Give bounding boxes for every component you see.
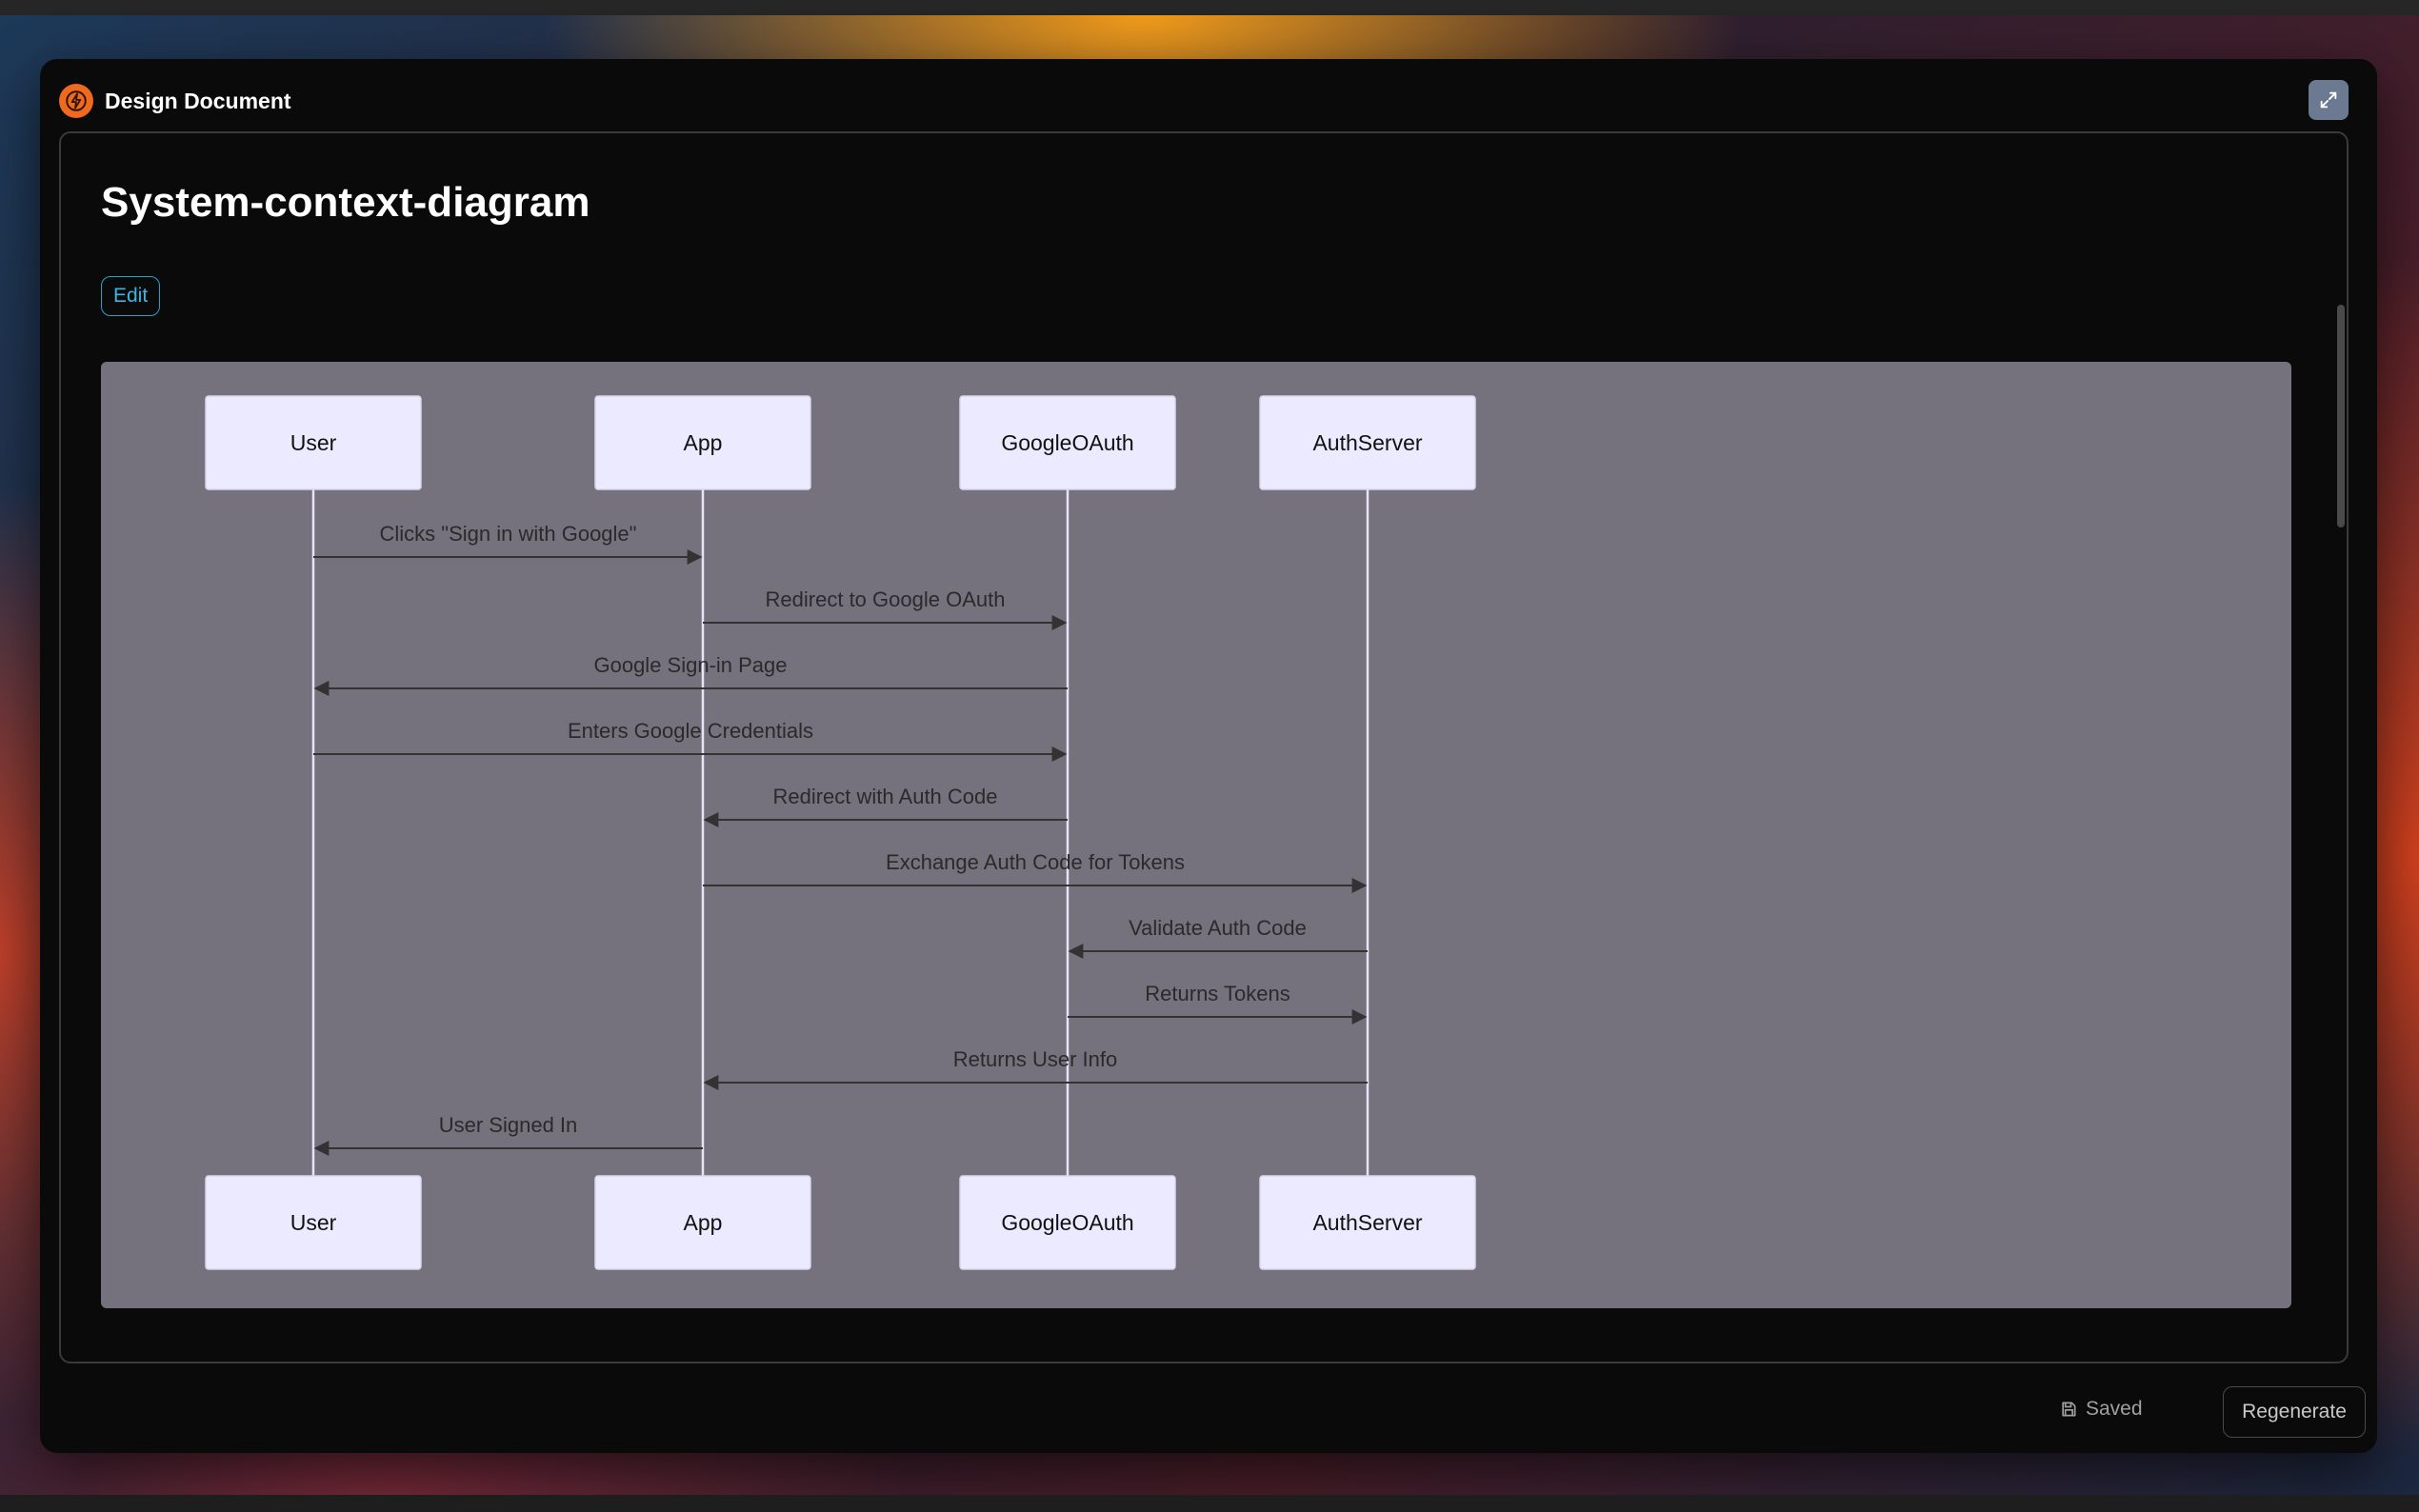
message-7: Validate Auth Code: [1068, 916, 1368, 959]
message-2: Redirect to Google OAuth: [703, 587, 1068, 630]
svg-text:AuthServer: AuthServer: [1312, 430, 1422, 455]
participant-bottom-user: User: [205, 1175, 422, 1270]
expand-icon: [2320, 91, 2337, 109]
save-icon: [2062, 1402, 2076, 1417]
svg-text:Returns User Info: Returns User Info: [953, 1047, 1117, 1071]
message-4: Enters Google Credentials: [313, 719, 1068, 762]
page-title: System-context-diagram: [101, 179, 590, 226]
saved-status: Saved: [2059, 1398, 2143, 1421]
participant-bottom-googleoauth: GoogleOAuth: [959, 1175, 1176, 1270]
svg-text:Redirect with Auth Code: Redirect with Auth Code: [772, 785, 997, 808]
participant-top-user: User: [205, 395, 422, 490]
participant-bottom-app: App: [594, 1175, 811, 1270]
participant-top-googleoauth: GoogleOAuth: [959, 395, 1176, 490]
message-5: Redirect with Auth Code: [703, 785, 1068, 827]
message-3: Google Sign-in Page: [313, 653, 1068, 696]
svg-text:App: App: [684, 430, 723, 455]
svg-text:Validate Auth Code: Validate Auth Code: [1129, 916, 1307, 940]
svg-text:Returns Tokens: Returns Tokens: [1145, 982, 1289, 1005]
message-8: Returns Tokens: [1068, 982, 1368, 1025]
svg-text:User: User: [290, 1210, 337, 1235]
svg-text:GoogleOAuth: GoogleOAuth: [1001, 430, 1133, 455]
svg-text:Redirect to Google OAuth: Redirect to Google OAuth: [766, 587, 1006, 611]
svg-text:Google Sign-in Page: Google Sign-in Page: [593, 653, 787, 677]
saved-label: Saved: [2086, 1398, 2143, 1420]
window-title: Design Document: [105, 88, 291, 113]
message-10: User Signed In: [313, 1113, 703, 1156]
edit-button[interactable]: Edit: [101, 276, 161, 316]
svg-text:AuthServer: AuthServer: [1312, 1210, 1422, 1235]
participant-top-authserver: AuthServer: [1259, 395, 1476, 490]
participant-bottom-authserver: AuthServer: [1259, 1175, 1476, 1270]
window-titlebar: Design Document: [59, 82, 291, 120]
lightning-logo-icon: [59, 84, 93, 118]
svg-text:Enters Google Credentials: Enters Google Credentials: [568, 719, 813, 743]
design-document-window: Design Document System-context-diagram E…: [40, 59, 2377, 1453]
svg-text:User Signed In: User Signed In: [439, 1113, 578, 1137]
svg-text:Clicks "Sign in with Google": Clicks "Sign in with Google": [380, 522, 637, 546]
svg-text:App: App: [684, 1210, 723, 1235]
participant-top-app: App: [594, 395, 811, 490]
expand-button[interactable]: [2309, 80, 2349, 120]
message-9: Returns User Info: [703, 1047, 1368, 1090]
scrollbar[interactable]: [2337, 305, 2345, 527]
svg-text:User: User: [290, 430, 337, 455]
os-bottom-bar: [0, 1495, 2419, 1512]
os-top-bar: [0, 0, 2419, 15]
regenerate-button[interactable]: Regenerate: [2223, 1386, 2366, 1438]
message-6: Exchange Auth Code for Tokens: [703, 850, 1368, 893]
svg-text:GoogleOAuth: GoogleOAuth: [1001, 1210, 1133, 1235]
svg-text:Exchange Auth Code for Tokens: Exchange Auth Code for Tokens: [886, 850, 1185, 874]
message-1: Clicks "Sign in with Google": [313, 522, 703, 565]
